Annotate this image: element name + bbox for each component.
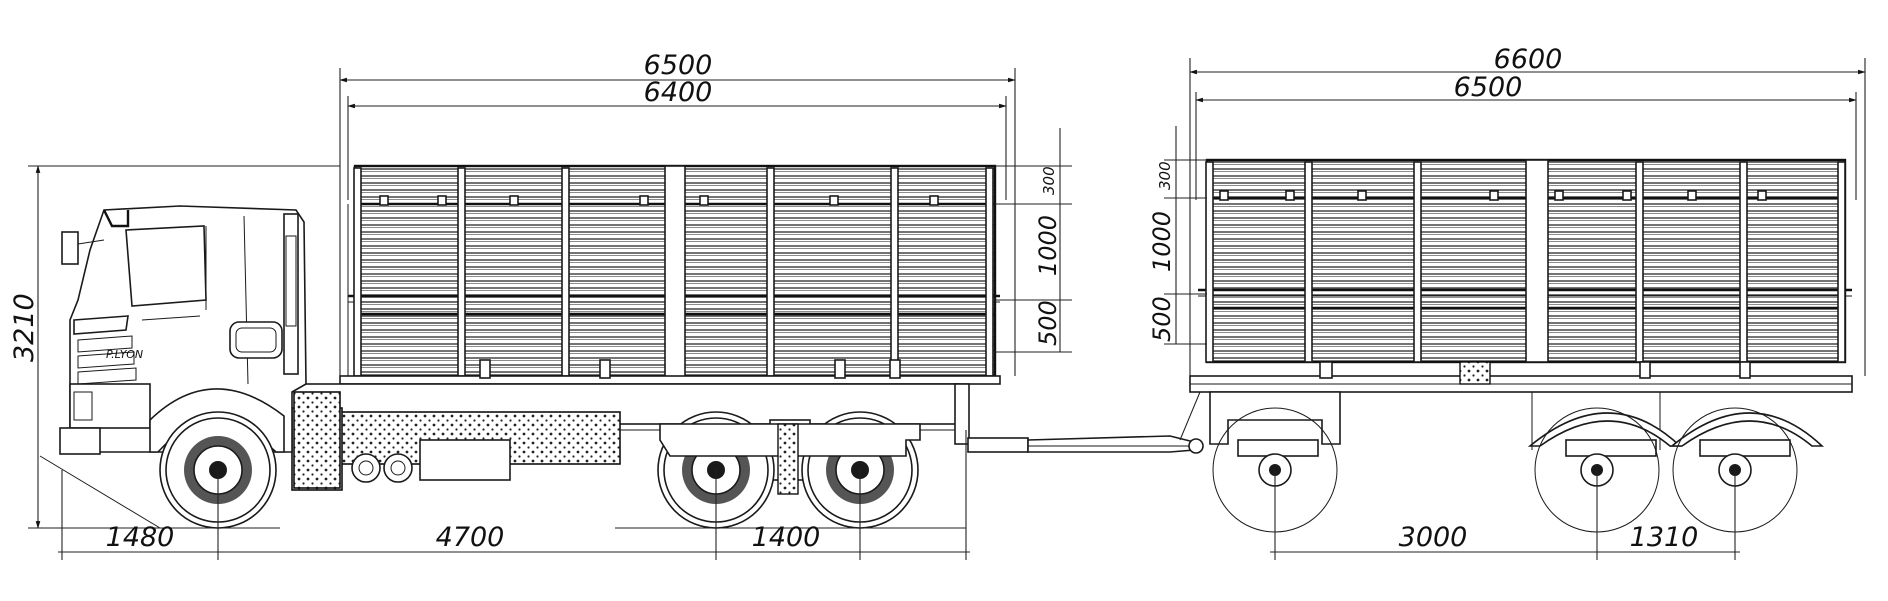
- trailer-body-latches: [1219, 190, 1767, 201]
- trailer-body-posts: [1205, 161, 1846, 363]
- trailer-rear-axle-spacing-label: 1310: [1630, 522, 1699, 553]
- trailer-side-bottom-dim: 500: [1148, 296, 1176, 342]
- truck-overall-length-label: 6500: [644, 50, 713, 81]
- truck-side-middle-dim: 1000: [1034, 215, 1062, 276]
- trailer-side-bottom-label: 500: [1148, 296, 1176, 342]
- trailer-side-top-label: 300: [1156, 161, 1174, 190]
- cab-badge: P.LYON: [106, 348, 143, 361]
- trailer: [1179, 158, 1853, 533]
- drawbar: [967, 435, 1204, 454]
- truck-overall-length-dim: 6500: [339, 50, 1016, 83]
- trailer-overall-length-dim: 6600: [1189, 44, 1866, 75]
- trailer-body-length-dim: 6500: [1195, 72, 1857, 103]
- wheelbase-dim: 4700: [436, 522, 505, 553]
- truck-side-bottom-dim: 500: [1034, 300, 1062, 346]
- trailer-axle-base-dim: 3000: [1399, 522, 1468, 553]
- wheelbase-label: 4700: [436, 522, 505, 553]
- truck-total-height-label: 3210: [9, 293, 40, 362]
- trailer-side-middle-label: 1000: [1148, 211, 1176, 272]
- truck-rear-axle-spacing-dim: 1400: [752, 522, 821, 553]
- trailer-side-middle-dim: 1000: [1148, 211, 1176, 272]
- trailer-axle-base-label: 3000: [1399, 522, 1468, 553]
- trailer-side-top-dim: 300: [1156, 161, 1174, 190]
- truck-rear-axle-spacing-label: 1400: [752, 522, 821, 553]
- truck: P.LYON: [59, 164, 1204, 529]
- truck-body-latches: [379, 195, 939, 206]
- truck-side-top-label: 300: [1040, 166, 1058, 195]
- truck-body-length-label: 6400: [644, 77, 713, 108]
- trailer-dimensions: 6600 6500 300 1000 500 3000 1310: [1148, 44, 1866, 560]
- front-overhang-dim: 1480: [106, 522, 175, 553]
- truck-cargo-body: [339, 164, 1001, 385]
- truck-side-bottom-label: 500: [1034, 300, 1062, 346]
- truck-side-top-dim: 300: [1040, 166, 1058, 195]
- trailer-cargo-body: [1189, 158, 1853, 393]
- trailer-body-length-label: 6500: [1454, 72, 1523, 103]
- trailer-undercarriage: [1179, 391, 1825, 457]
- truck-body-length-dim: 6400: [347, 77, 1007, 109]
- trailer-overall-length-label: 6600: [1494, 44, 1563, 75]
- truck-dimensions: 6500 6400 300 1000 500 3210: [9, 50, 1072, 560]
- truck-side-middle-label: 1000: [1034, 215, 1062, 276]
- truck-cab: P.LYON: [59, 205, 341, 489]
- front-overhang-label: 1480: [106, 522, 175, 553]
- trailer-rear-axle-spacing-dim: 1310: [1630, 522, 1699, 553]
- truck-front-wheel: [159, 411, 277, 529]
